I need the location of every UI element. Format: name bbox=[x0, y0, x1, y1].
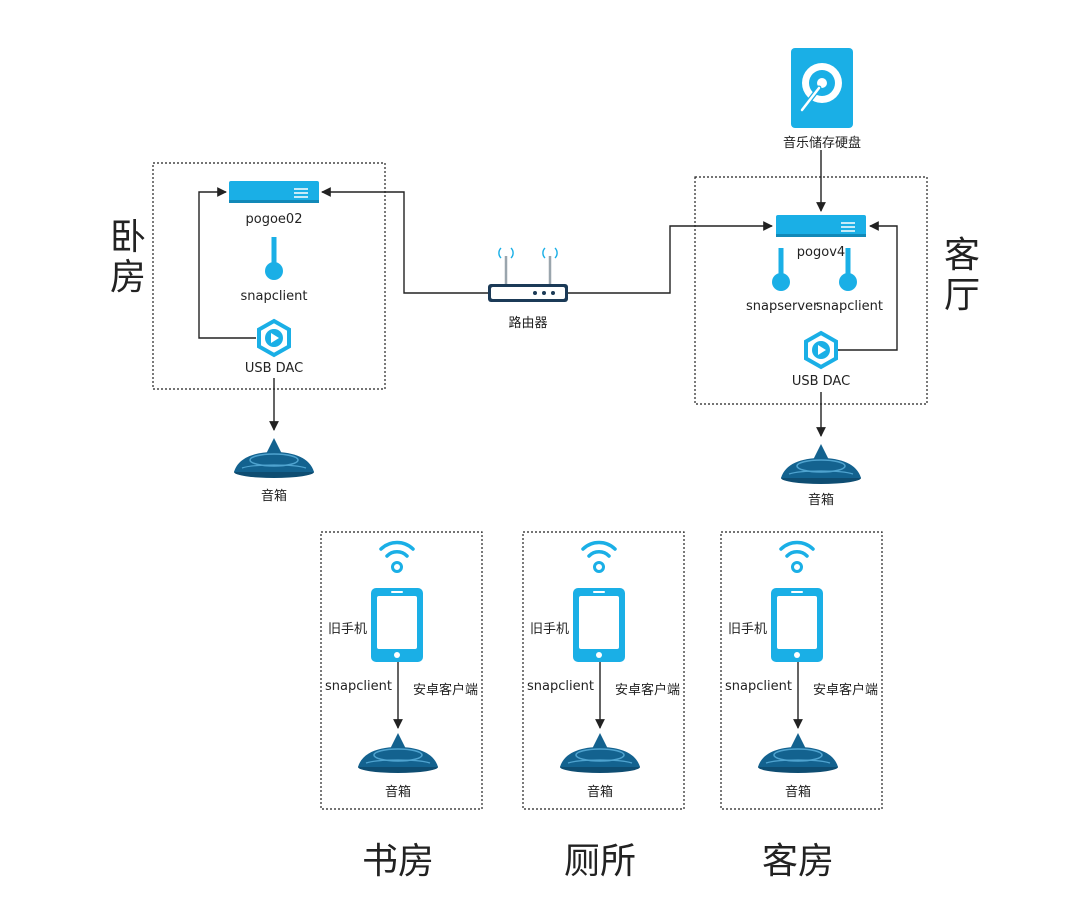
pogoe02-label: pogoe02 bbox=[245, 212, 303, 227]
study-phone-label: 旧手机 bbox=[328, 622, 368, 637]
pogoe02-server-icon bbox=[228, 180, 320, 204]
guest-snapclient-label: snapclient bbox=[725, 679, 792, 694]
living-snapclient-label: snapclient bbox=[816, 299, 883, 314]
bedroom-speaker-icon bbox=[233, 437, 315, 479]
toilet-app-label: 安卓客户端 bbox=[615, 683, 681, 698]
room-label-living-room: 客厅 bbox=[943, 235, 980, 316]
pogov4-label: pogov4 bbox=[796, 245, 846, 260]
study-snapclient-label: snapclient bbox=[325, 679, 392, 694]
toilet-speaker-label: 音箱 bbox=[586, 785, 613, 800]
toilet-wifi-icon bbox=[581, 540, 617, 574]
guest-speaker-label: 音箱 bbox=[784, 785, 811, 800]
dac-to-pogov4-line bbox=[838, 221, 898, 351]
snapclient-probe-icon bbox=[265, 237, 283, 280]
room-label-study: 书房 bbox=[362, 841, 435, 882]
study-speaker-label: 音箱 bbox=[384, 785, 411, 800]
router-icon bbox=[488, 247, 568, 302]
study-speaker-icon bbox=[357, 732, 439, 774]
bedroom-snapclient-label: snapclient bbox=[240, 289, 308, 304]
living-speaker-icon bbox=[780, 443, 862, 485]
bedroom-dac-label: USB DAC bbox=[244, 361, 304, 376]
guest-phone-label: 旧手机 bbox=[728, 622, 768, 637]
living-usb-dac-icon bbox=[804, 331, 838, 369]
living-room-box bbox=[694, 176, 928, 405]
toilet-speaker-icon bbox=[559, 732, 641, 774]
bedroom-box bbox=[152, 162, 386, 390]
room-label-guest-room: 客房 bbox=[762, 841, 835, 882]
guest-room-box bbox=[720, 531, 883, 810]
router-to-pogoe02-line bbox=[321, 187, 488, 294]
toilet-phone-icon bbox=[573, 588, 625, 662]
router-to-pogov4-line bbox=[568, 221, 773, 294]
storage-label: 音乐储存硬盘 bbox=[782, 136, 861, 151]
study-box bbox=[320, 531, 483, 810]
study-app-label: 安卓客户端 bbox=[413, 683, 479, 698]
living-speaker-label: 音箱 bbox=[807, 493, 834, 508]
guest-speaker-icon bbox=[757, 732, 839, 774]
router-label: 路由器 bbox=[508, 316, 548, 331]
bedroom-speaker-label: 音箱 bbox=[260, 489, 287, 504]
guest-phone-icon bbox=[771, 588, 823, 662]
room-label-toilet: 厕所 bbox=[564, 841, 637, 882]
guest-wifi-icon bbox=[779, 540, 815, 574]
room-label-bedroom: 卧房 bbox=[109, 217, 146, 298]
toilet-phone-label: 旧手机 bbox=[530, 622, 570, 637]
study-phone-icon bbox=[371, 588, 423, 662]
guest-app-label: 安卓客户端 bbox=[813, 683, 879, 698]
dac-to-pogoe02-line bbox=[198, 187, 256, 339]
toilet-snapclient-label: snapclient bbox=[527, 679, 594, 694]
bedroom-usb-dac-icon bbox=[257, 319, 291, 357]
toilet-box bbox=[522, 531, 685, 810]
living-snapserver-label: snapserver bbox=[746, 299, 819, 314]
living-dac-label: USB DAC bbox=[791, 374, 851, 389]
pogov4-server-icon bbox=[775, 214, 867, 238]
hard-disk-icon bbox=[791, 48, 853, 128]
study-wifi-icon bbox=[379, 540, 415, 574]
